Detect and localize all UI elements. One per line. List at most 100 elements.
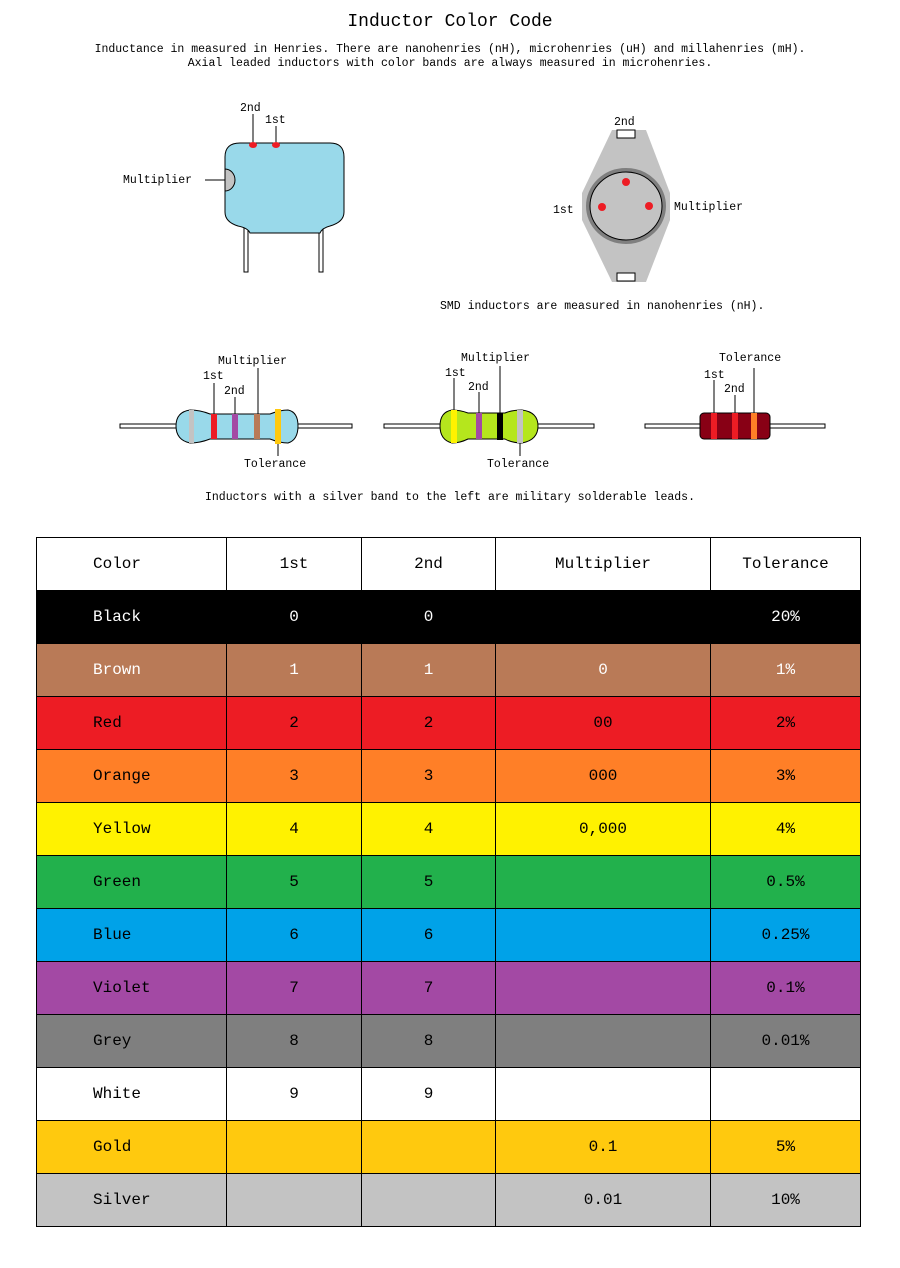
cell-multiplier	[495, 1014, 711, 1068]
cell-first: 2	[226, 696, 362, 750]
cell-tolerance: 4%	[710, 802, 861, 856]
smd-2nd-label: 2nd	[614, 116, 635, 129]
cell-tolerance: 5%	[710, 1120, 861, 1174]
axial3-2nd-label: 2nd	[724, 383, 745, 396]
axial-inductor-2-diagram: Multiplier 1st 2nd Tolerance	[383, 352, 595, 471]
cell-color: Black	[36, 590, 227, 644]
smd-1st-label: 1st	[553, 204, 574, 217]
cell-first	[226, 1173, 362, 1227]
cell-second	[361, 1173, 496, 1227]
cell-color: Blue	[36, 908, 227, 962]
cell-first: 9	[226, 1067, 362, 1121]
smd-note: SMD inductors are measured in nanohenrie…	[440, 300, 764, 313]
page-title: Inductor Color Code	[347, 12, 553, 32]
cell-tolerance: 3%	[710, 749, 861, 803]
header-first: 1st	[226, 537, 362, 591]
axial1-tolerance-label: Tolerance	[244, 458, 306, 471]
cell-second	[361, 1120, 496, 1174]
axial1-multiplier-label: Multiplier	[218, 355, 287, 368]
cell-color: Gold	[36, 1120, 227, 1174]
axial2-2nd-label: 2nd	[468, 381, 489, 394]
radial-1st-label: 1st	[265, 114, 286, 127]
cell-second: 0	[361, 590, 496, 644]
cell-tolerance: 0.5%	[710, 855, 861, 909]
cell-tolerance: 0.1%	[710, 961, 861, 1015]
cell-multiplier	[495, 855, 711, 909]
cell-multiplier: 0.1	[495, 1120, 711, 1174]
cell-color: Grey	[36, 1014, 227, 1068]
military-note: Inductors with a silver band to the left…	[205, 491, 695, 504]
cell-multiplier: 0,000	[495, 802, 711, 856]
axial-inductor-3-diagram: Tolerance 1st 2nd	[644, 352, 826, 440]
smd-inductor-diagram: 2nd 1st Multiplier SMD inductors are mea…	[440, 116, 764, 313]
inductor-diagrams: 2nd 1st Multiplier 2nd 1st Multiplier SM…	[119, 102, 826, 471]
cell-color: Red	[36, 696, 227, 750]
cell-multiplier	[495, 961, 711, 1015]
cell-second: 6	[361, 908, 496, 962]
cell-multiplier	[495, 590, 711, 644]
axial3-1st-label: 1st	[704, 369, 725, 382]
cell-second: 4	[361, 802, 496, 856]
axial2-1st-label: 1st	[445, 367, 466, 380]
cell-color: Silver	[36, 1173, 227, 1227]
radial-multiplier-label: Multiplier	[123, 174, 192, 187]
cell-tolerance: 2%	[710, 696, 861, 750]
cell-multiplier: 0	[495, 643, 711, 697]
cell-color: Orange	[36, 749, 227, 803]
axial-inductor-1-diagram: Multiplier 1st 2nd Tolerance	[119, 355, 353, 471]
axial1-1st-label: 1st	[203, 370, 224, 383]
cell-multiplier: 0.01	[495, 1173, 711, 1227]
axial1-2nd-label: 2nd	[224, 385, 245, 398]
header-second: 2nd	[361, 537, 496, 591]
intro-line-1: Inductance in measured in Henries. There…	[94, 43, 806, 56]
cell-multiplier	[495, 908, 711, 962]
axial2-multiplier-label: Multiplier	[461, 352, 530, 365]
cell-tolerance	[710, 1067, 861, 1121]
intro-line-2: Axial leaded inductors with color bands …	[187, 57, 713, 70]
cell-tolerance: 20%	[710, 590, 861, 644]
cell-tolerance: 10%	[710, 1173, 861, 1227]
smd-multiplier-label: Multiplier	[674, 201, 743, 214]
cell-first: 7	[226, 961, 362, 1015]
cell-first: 0	[226, 590, 362, 644]
header-color: Color	[36, 537, 227, 591]
cell-second: 7	[361, 961, 496, 1015]
intro-text: Inductance in measured in Henries. There…	[0, 43, 900, 71]
radial-2nd-label: 2nd	[240, 102, 261, 115]
cell-second: 1	[361, 643, 496, 697]
cell-multiplier	[495, 1067, 711, 1121]
cell-first: 5	[226, 855, 362, 909]
header-multiplier: Multiplier	[495, 537, 711, 591]
cell-tolerance: 0.25%	[710, 908, 861, 962]
cell-second: 8	[361, 1014, 496, 1068]
cell-second: 3	[361, 749, 496, 803]
header-tolerance: Tolerance	[710, 537, 861, 591]
cell-first: 4	[226, 802, 362, 856]
cell-color: Violet	[36, 961, 227, 1015]
cell-color: White	[36, 1067, 227, 1121]
cell-color: Green	[36, 855, 227, 909]
radial-inductor-diagram: 2nd 1st Multiplier	[123, 102, 345, 273]
cell-first: 3	[226, 749, 362, 803]
cell-color: Brown	[36, 643, 227, 697]
cell-color: Yellow	[36, 802, 227, 856]
cell-tolerance: 1%	[710, 643, 861, 697]
cell-tolerance: 0.01%	[710, 1014, 861, 1068]
cell-multiplier: 00	[495, 696, 711, 750]
cell-second: 5	[361, 855, 496, 909]
cell-second: 9	[361, 1067, 496, 1121]
cell-multiplier: 000	[495, 749, 711, 803]
